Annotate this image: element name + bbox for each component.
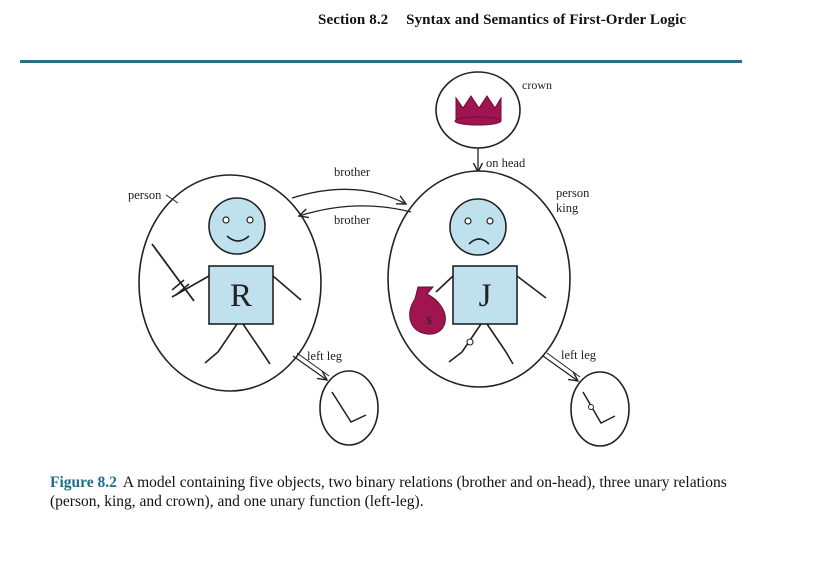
person-label-right: person [556, 186, 590, 200]
richard-leg-icon [331, 391, 367, 423]
john-left-arm [435, 275, 454, 293]
john-left-eye [464, 217, 472, 225]
sword-guard-icon [175, 283, 190, 296]
richard-head [208, 197, 266, 255]
richard-right-foot [261, 351, 271, 365]
john-frown [468, 238, 490, 245]
john-right-leg [486, 323, 507, 353]
john-leg-knee-icon [588, 404, 594, 410]
sword-icon [151, 243, 195, 302]
moneybag-icon [409, 286, 446, 335]
left-leg-arrow-left [292, 355, 327, 380]
richard-torso [208, 265, 274, 325]
john-left-leg-object [570, 371, 630, 447]
richard-right-arm [272, 275, 302, 301]
john-leg-icon [582, 391, 616, 424]
richard-smile [226, 235, 250, 242]
person-label-left: person [128, 188, 162, 202]
brother-arrow-bottom [299, 205, 412, 216]
john-right-foot [505, 351, 514, 365]
king-label: king [556, 201, 579, 215]
richard-stick-figure: R [151, 197, 302, 365]
sword-guard-2-icon [171, 279, 185, 291]
richard-letter: R [230, 278, 252, 314]
caption-text: A model containing five objects, two bin… [50, 474, 727, 510]
crown-band [454, 116, 502, 126]
model-figure: crown on head person R left leg person k… [128, 71, 630, 447]
brother-label-bottom: brother [334, 213, 371, 227]
section-title: Syntax and Semantics of First-Order Logi… [406, 12, 687, 28]
person-left-pointer [165, 194, 179, 204]
richard-left-foot [204, 351, 219, 364]
john-head [449, 198, 507, 256]
crown-icon [455, 95, 502, 121]
john-torso [452, 265, 518, 325]
richard-right-eye [246, 216, 254, 224]
john-right-arm [516, 275, 547, 299]
john-right-eye [486, 217, 494, 225]
john-left-foot [448, 351, 463, 363]
header-rule [20, 60, 742, 63]
john-knee-marker [466, 338, 474, 346]
running-head: Section 8.2 Syntax and Semantics of Firs… [318, 12, 686, 29]
richard-right-leg [242, 323, 263, 353]
left-leg-arrow-right-2 [546, 352, 581, 378]
richard-left-leg-object [319, 370, 379, 446]
figure-label: Figure 8.2 [50, 474, 117, 491]
crown-label: crown [522, 78, 552, 92]
on-head-label: on head [486, 156, 526, 170]
brother-arrow-top [291, 188, 406, 204]
left-leg-label-left: left leg [307, 349, 343, 363]
section-number: Section 8.2 [318, 12, 389, 28]
john-left-leg [461, 323, 482, 353]
john-stick-figure: J $ [409, 198, 547, 365]
richard-left-leg [217, 323, 238, 353]
john-letter: J [479, 278, 492, 314]
richard-left-eye [222, 216, 230, 224]
left-leg-arrow-left-2 [296, 352, 330, 377]
brother-label-top: brother [334, 165, 371, 179]
money-symbol: $ [426, 315, 432, 327]
left-leg-label-right: left leg [561, 348, 597, 362]
left-leg-arrow-right [542, 355, 578, 381]
